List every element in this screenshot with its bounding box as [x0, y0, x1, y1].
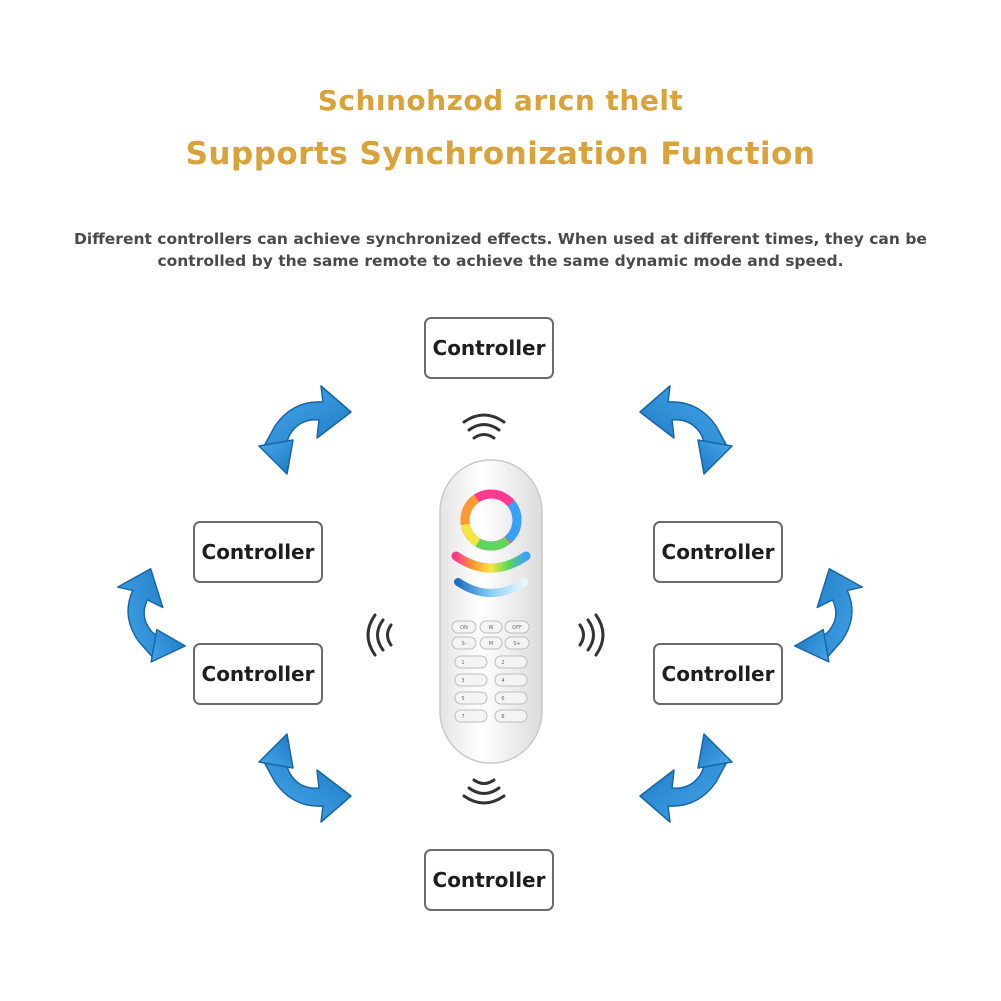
remote-control-icon: ON W OFF S- M S+ 1 2 3 4 5 6 7 8 [439, 459, 543, 764]
curved-double-arrow-icon [639, 385, 733, 475]
wireless-signal-icon [578, 613, 605, 657]
svg-text:3: 3 [461, 678, 464, 684]
description: Different controllers can achieve synchr… [74, 230, 927, 270]
controller-box-right-lower: Controller [653, 643, 783, 705]
svg-text:6: 6 [501, 696, 504, 702]
svg-text:ON: ON [460, 625, 468, 631]
title-line-2: Supports Synchronization Function [185, 136, 816, 172]
wireless-signal-icon [462, 413, 506, 440]
curved-double-arrow-icon [96, 559, 207, 672]
controller-box-top: Controller [424, 317, 554, 379]
wireless-signal-icon [462, 778, 506, 805]
svg-text:7: 7 [461, 714, 464, 720]
curved-double-arrow-icon [773, 559, 884, 672]
svg-text:S-: S- [462, 641, 467, 647]
svg-text:1: 1 [461, 660, 464, 666]
svg-text:M: M [489, 641, 493, 647]
controller-box-right-upper: Controller [653, 521, 783, 583]
controller-box-left-upper: Controller [193, 521, 323, 583]
svg-text:S+: S+ [513, 641, 520, 647]
svg-text:2: 2 [501, 660, 504, 666]
wireless-signal-icon [366, 613, 393, 657]
curved-double-arrow-icon [258, 385, 352, 475]
curved-double-arrow-icon [258, 733, 352, 823]
controller-box-bottom: Controller [424, 849, 554, 911]
controller-box-left-lower: Controller [193, 643, 323, 705]
curved-double-arrow-icon [639, 733, 733, 823]
svg-text:OFF: OFF [512, 625, 522, 631]
svg-text:5: 5 [461, 696, 464, 702]
svg-text:W: W [489, 625, 494, 631]
title-line-1: Schınohzod arıcn thelt [317, 84, 684, 117]
svg-text:4: 4 [501, 678, 504, 684]
svg-text:8: 8 [501, 714, 504, 720]
